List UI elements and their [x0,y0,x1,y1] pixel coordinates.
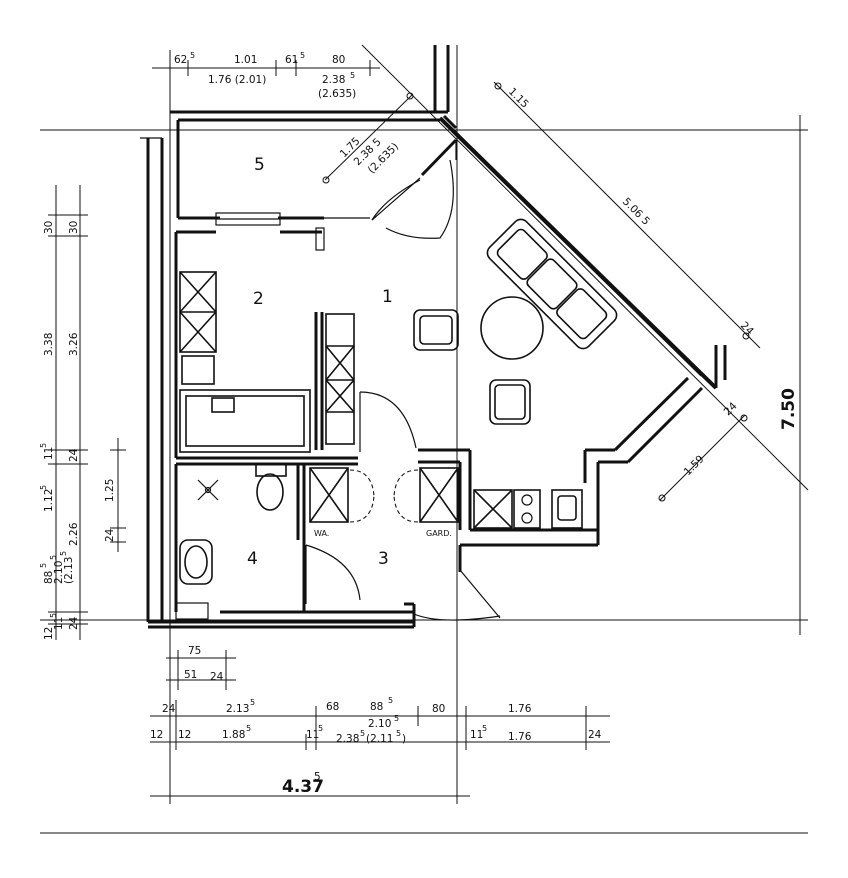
dim-left-2135-sup: 5 [59,551,68,556]
right-dimension: 7.50 [779,129,808,621]
dim-bot-75: 75 [188,645,201,657]
dim-bot-1885: 1.88 [222,729,245,741]
dim-bot-24c: 24 [588,729,602,741]
dim-left-24c: 24 [68,616,80,630]
dim-top-238-sup: 5 [350,71,355,80]
dim-left-12: 12 [43,627,55,640]
dim-left-1125: 1.12 [43,489,55,512]
room-labels: 1 2 3 4 5 WA. GARD. [247,155,452,569]
dim-bot-2115-close: ) [402,733,406,745]
dim-bot-2385-sup: 5 [360,729,365,738]
dim-left-885-sup: 5 [39,563,48,568]
dim-top-238: 2.38 [322,74,345,86]
dim-bot-1885-sup: 5 [246,724,251,733]
dim-bot-80: 80 [432,703,445,715]
dim-diag-24b: 24 [722,400,740,418]
dim-top-62: 62 [174,54,187,66]
dim-left-2135: (2.13 [63,557,75,584]
dim-left-30a: 30 [43,221,55,234]
room-label-4: 4 [247,549,258,569]
walls [140,45,727,629]
dim-bot-115a-sup: 5 [318,724,323,733]
bottom-dimensions: 75 51 24 24 2.13 5 68 88 5 2.10 5 80 1.7… [150,645,610,804]
dim-top-61: 61 [285,54,298,66]
dim-diag-5065: 5.06 5 [620,196,652,228]
dim-left-115-sup: 5 [49,613,58,618]
room-label-2: 2 [253,289,264,309]
dim-bot-115b: 11 [470,729,483,741]
room-label-1: 1 [382,287,393,307]
dim-top-101: 1.01 [234,54,257,66]
dim-bot-2135: 2.13 [226,703,249,715]
dim-left-113: 11 [43,447,55,460]
doors [305,159,501,621]
furniture [179,218,618,585]
dim-left-226: 2.26 [68,522,80,546]
label-wa: WA. [314,529,329,538]
dim-left-1125-sup: 5 [39,485,48,490]
dim-left-125: 1.25 [104,479,116,502]
dim-bot-2105: 2.10 [368,718,391,730]
dim-bot-24a: 24 [210,671,224,683]
dim-bot-885: 88 [370,701,383,713]
room-label-5: 5 [254,155,265,175]
dim-left-24b: 24 [104,528,116,542]
dim-bot-12b: 12 [178,729,191,741]
dim-bot-2115-sup: 5 [396,729,401,738]
dim-bot-51: 51 [184,669,197,681]
dim-bot-2385: 2.38 [336,733,359,745]
dim-left-338: 3.38 [43,333,55,356]
dim-left-2105-sup: 5 [49,555,58,560]
dim-bot-176a: 1.76 [508,703,532,715]
dim-top-80: 80 [332,54,345,66]
dim-bot-68: 68 [326,701,339,713]
left-dimensions: 30 30 3.38 3.26 11 5 24 1.12 5 1.25 24 8… [39,185,126,640]
room-label-3: 3 [378,549,389,569]
dim-top-176: 1.76 (2.01) [208,74,266,86]
dim-top-2635: (2.635) [318,88,356,100]
dim-bot-176b: 1.76 [508,731,532,743]
dim-bot-2105-sup: 5 [394,714,399,723]
dim-bot-115a: 11 [306,729,319,741]
dim-left-326: 3.26 [68,332,80,356]
dim-right-total: 7.50 [779,388,799,430]
grid-lines [40,45,808,834]
dim-bot-24b: 24 [162,703,176,715]
dim-bot-2115: (2.11 [366,733,393,745]
top-dimensions: 62 5 1.01 61 5 80 1.76 (2.01) 2.38 5 (2.… [152,51,380,100]
dim-bot-885-sup: 5 [388,696,393,705]
dim-left-115: 11 [53,617,65,630]
dim-top-61-sup: 5 [300,51,305,60]
dim-left-24a: 24 [68,448,80,462]
dim-left-885: 88 [43,571,55,584]
dim-bot-2135-sup: 5 [250,698,255,707]
dim-bot-total-sup: 5 [314,771,321,783]
dim-bot-12a: 12 [150,729,163,741]
dim-diag-24a: 24 [738,320,756,338]
dim-left-2105: 2.10 [53,561,65,584]
label-gard: GARD. [426,529,452,538]
dim-left-113-sup: 5 [39,443,48,448]
dim-bot-115b-sup: 5 [482,724,487,733]
dim-left-30b: 30 [68,221,80,234]
dim-bot-total: 4.37 [282,777,324,797]
dim-top-62-sup: 5 [190,51,195,60]
